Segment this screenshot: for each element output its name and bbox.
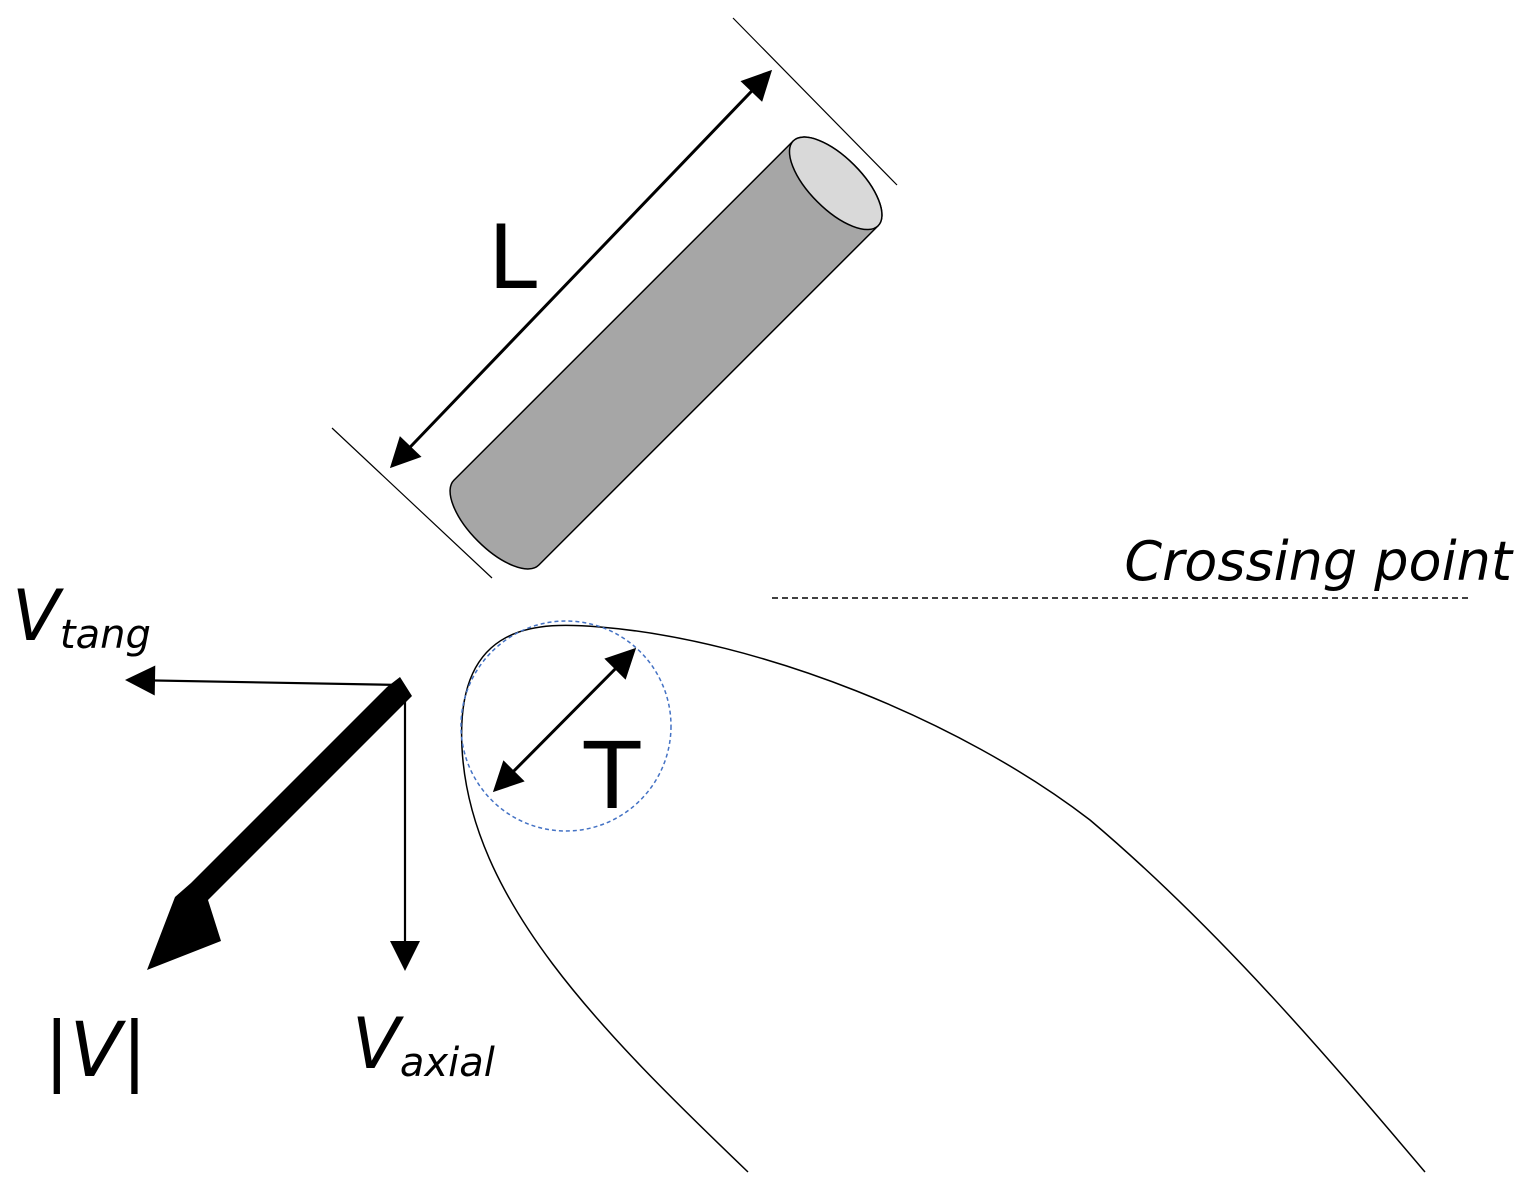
v-tang-subscript: tang: [60, 612, 151, 658]
v-tang-label: Vtang: [12, 575, 151, 658]
body-profile-curve: [460, 624, 1426, 1173]
length-extension-line-bottom: [331, 427, 493, 579]
thickness-label: T: [583, 723, 641, 830]
cylinder-cap: [788, 136, 883, 231]
v-tang-arrow: [125, 665, 403, 696]
length-extension-line-top: [732, 17, 898, 186]
thickness-circle: [460, 620, 672, 832]
crossing-point-label: Crossing point: [1124, 530, 1513, 593]
velocity-magnitude-arrow: [147, 677, 412, 970]
length-dimension-arrow: [389, 69, 773, 469]
v-tang-symbol: V: [12, 575, 64, 657]
v-axial-symbol: V: [352, 1003, 404, 1085]
velocity-magnitude-label: |V|: [44, 1005, 147, 1095]
thickness-dimension-arrow: [492, 647, 637, 793]
length-label: L: [488, 206, 537, 309]
cylinder-particle: [449, 136, 883, 570]
v-axial-subscript: axial: [400, 1040, 495, 1086]
v-axial-label: Vaxial: [352, 1003, 495, 1086]
